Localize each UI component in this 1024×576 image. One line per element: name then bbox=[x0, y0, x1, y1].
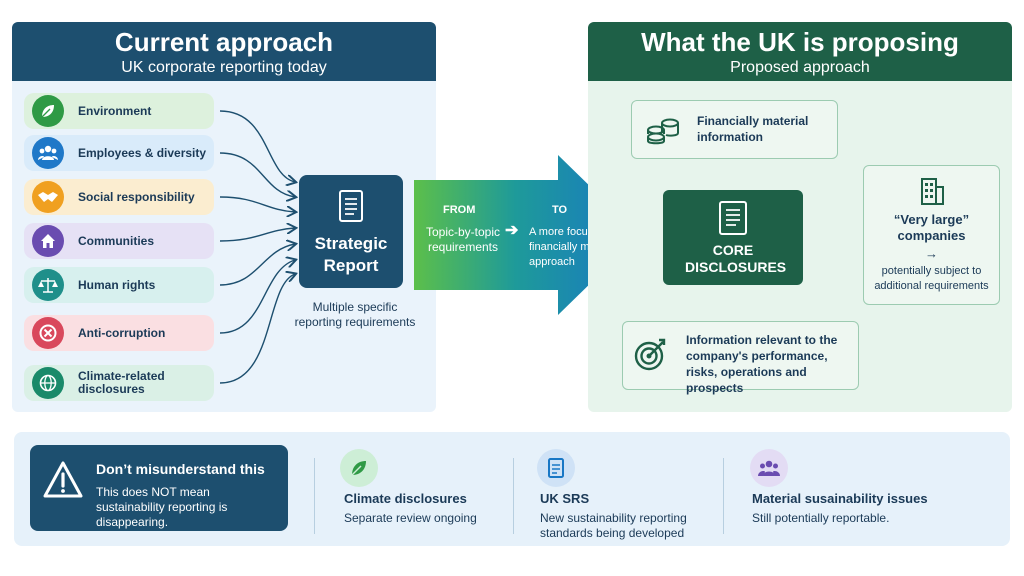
people-icon bbox=[32, 137, 64, 169]
building-icon bbox=[917, 176, 947, 211]
leaf-icon bbox=[340, 449, 378, 487]
current-approach-header: Current approach UK corporate reporting … bbox=[12, 22, 436, 81]
divider bbox=[513, 458, 514, 534]
from-to-arrow bbox=[414, 155, 640, 315]
additional-requirements-label: potentially subject to additional requir… bbox=[874, 265, 989, 292]
warning-icon bbox=[42, 460, 84, 505]
prohibited-icon bbox=[32, 317, 64, 349]
material-issues-title: Material susainability issues bbox=[752, 491, 928, 506]
divider bbox=[314, 458, 315, 534]
topic-label: Social responsibility bbox=[78, 189, 195, 204]
arrow-right-icon: ➔ bbox=[505, 222, 519, 239]
financially-material-box: Financially material information bbox=[631, 100, 838, 159]
connector-environment bbox=[219, 110, 295, 182]
topic-label: Environment bbox=[78, 103, 152, 118]
house-icon bbox=[32, 225, 64, 257]
scales-icon bbox=[32, 269, 64, 301]
material-issues-body: Still potentially reportable. bbox=[752, 511, 890, 525]
topic-human-rights: Human rights bbox=[24, 267, 214, 303]
document-icon bbox=[537, 449, 575, 487]
uk-srs-body: New sustainability reporting standards b… bbox=[540, 511, 687, 540]
topic-climate-disclosures: Climate-related disclosures bbox=[24, 365, 214, 401]
connector-communities bbox=[219, 228, 295, 242]
warning-title: Don’t misunderstand this bbox=[96, 461, 265, 477]
document-icon bbox=[338, 189, 364, 228]
topic-social-responsibility: Social responsibility bbox=[24, 179, 214, 215]
connector-social bbox=[219, 196, 295, 212]
from-label: FROM bbox=[443, 204, 476, 216]
coins-icon bbox=[646, 115, 680, 150]
topic-environment: Environment bbox=[24, 93, 214, 129]
connector-human-rights bbox=[219, 244, 295, 286]
connector-climate bbox=[219, 274, 295, 384]
arrow-right-icon: → bbox=[925, 246, 938, 261]
warning-box: Don’t misunderstand this This does NOT m… bbox=[30, 445, 288, 531]
core-disclosures-box: CORE DISCLOSURES bbox=[663, 190, 803, 285]
topic-employees-diversity: Employees & diversity bbox=[24, 135, 214, 171]
multiple-requirements-text: Multiple specific reporting requirements bbox=[294, 300, 416, 329]
target-icon bbox=[633, 336, 669, 377]
proposed-approach-subtitle: Proposed approach bbox=[730, 59, 870, 76]
topic-label: Employees & diversity bbox=[78, 145, 207, 160]
topic-anti-corruption: Anti-corruption bbox=[24, 315, 214, 351]
current-approach-subtitle: UK corporate reporting today bbox=[121, 59, 327, 76]
information-relevant-box: Information relevant to the company's pe… bbox=[622, 321, 859, 395]
topic-label: Communities bbox=[78, 233, 155, 248]
divider bbox=[723, 458, 724, 534]
strategic-report-label: Strategic Report bbox=[314, 234, 388, 275]
climate-disclosures-body: Separate review ongoing bbox=[344, 511, 477, 525]
very-large-companies-label: “Very large” companies bbox=[893, 212, 970, 243]
proposed-approach-title: What the UK is proposing bbox=[641, 27, 959, 57]
very-large-companies-box: “Very large” companies → potentially sub… bbox=[863, 165, 1000, 305]
from-text: Topic-by-topic requirements bbox=[425, 225, 501, 254]
leaf-icon bbox=[32, 95, 64, 127]
topic-label: Anti-corruption bbox=[78, 325, 166, 340]
people-icon bbox=[750, 449, 788, 487]
core-disclosures-label: CORE DISCLOSURES bbox=[685, 242, 787, 275]
climate-disclosures-title: Climate disclosures bbox=[344, 491, 467, 506]
warning-body: This does NOT mean sustainability report… bbox=[96, 485, 228, 529]
current-approach-title: Current approach bbox=[114, 27, 334, 57]
globe-icon bbox=[32, 367, 64, 399]
topic-communities: Communities bbox=[24, 223, 214, 259]
proposed-approach-header: What the UK is proposing Proposed approa… bbox=[588, 22, 1012, 81]
handshake-icon bbox=[32, 181, 64, 213]
uk-srs-title: UK SRS bbox=[540, 491, 590, 506]
information-relevant-label: Information relevant to the company's pe… bbox=[686, 333, 838, 395]
strategic-report-box: Strategic Report bbox=[299, 175, 403, 288]
connector-employees bbox=[219, 152, 295, 197]
document-icon bbox=[718, 200, 748, 241]
topic-label: Climate-related disclosures bbox=[78, 369, 165, 396]
topic-label: Human rights bbox=[78, 277, 156, 292]
connector-anti-corruption bbox=[219, 260, 295, 334]
financially-material-label: Financially material information bbox=[697, 114, 809, 144]
to-label: TO bbox=[552, 204, 568, 216]
